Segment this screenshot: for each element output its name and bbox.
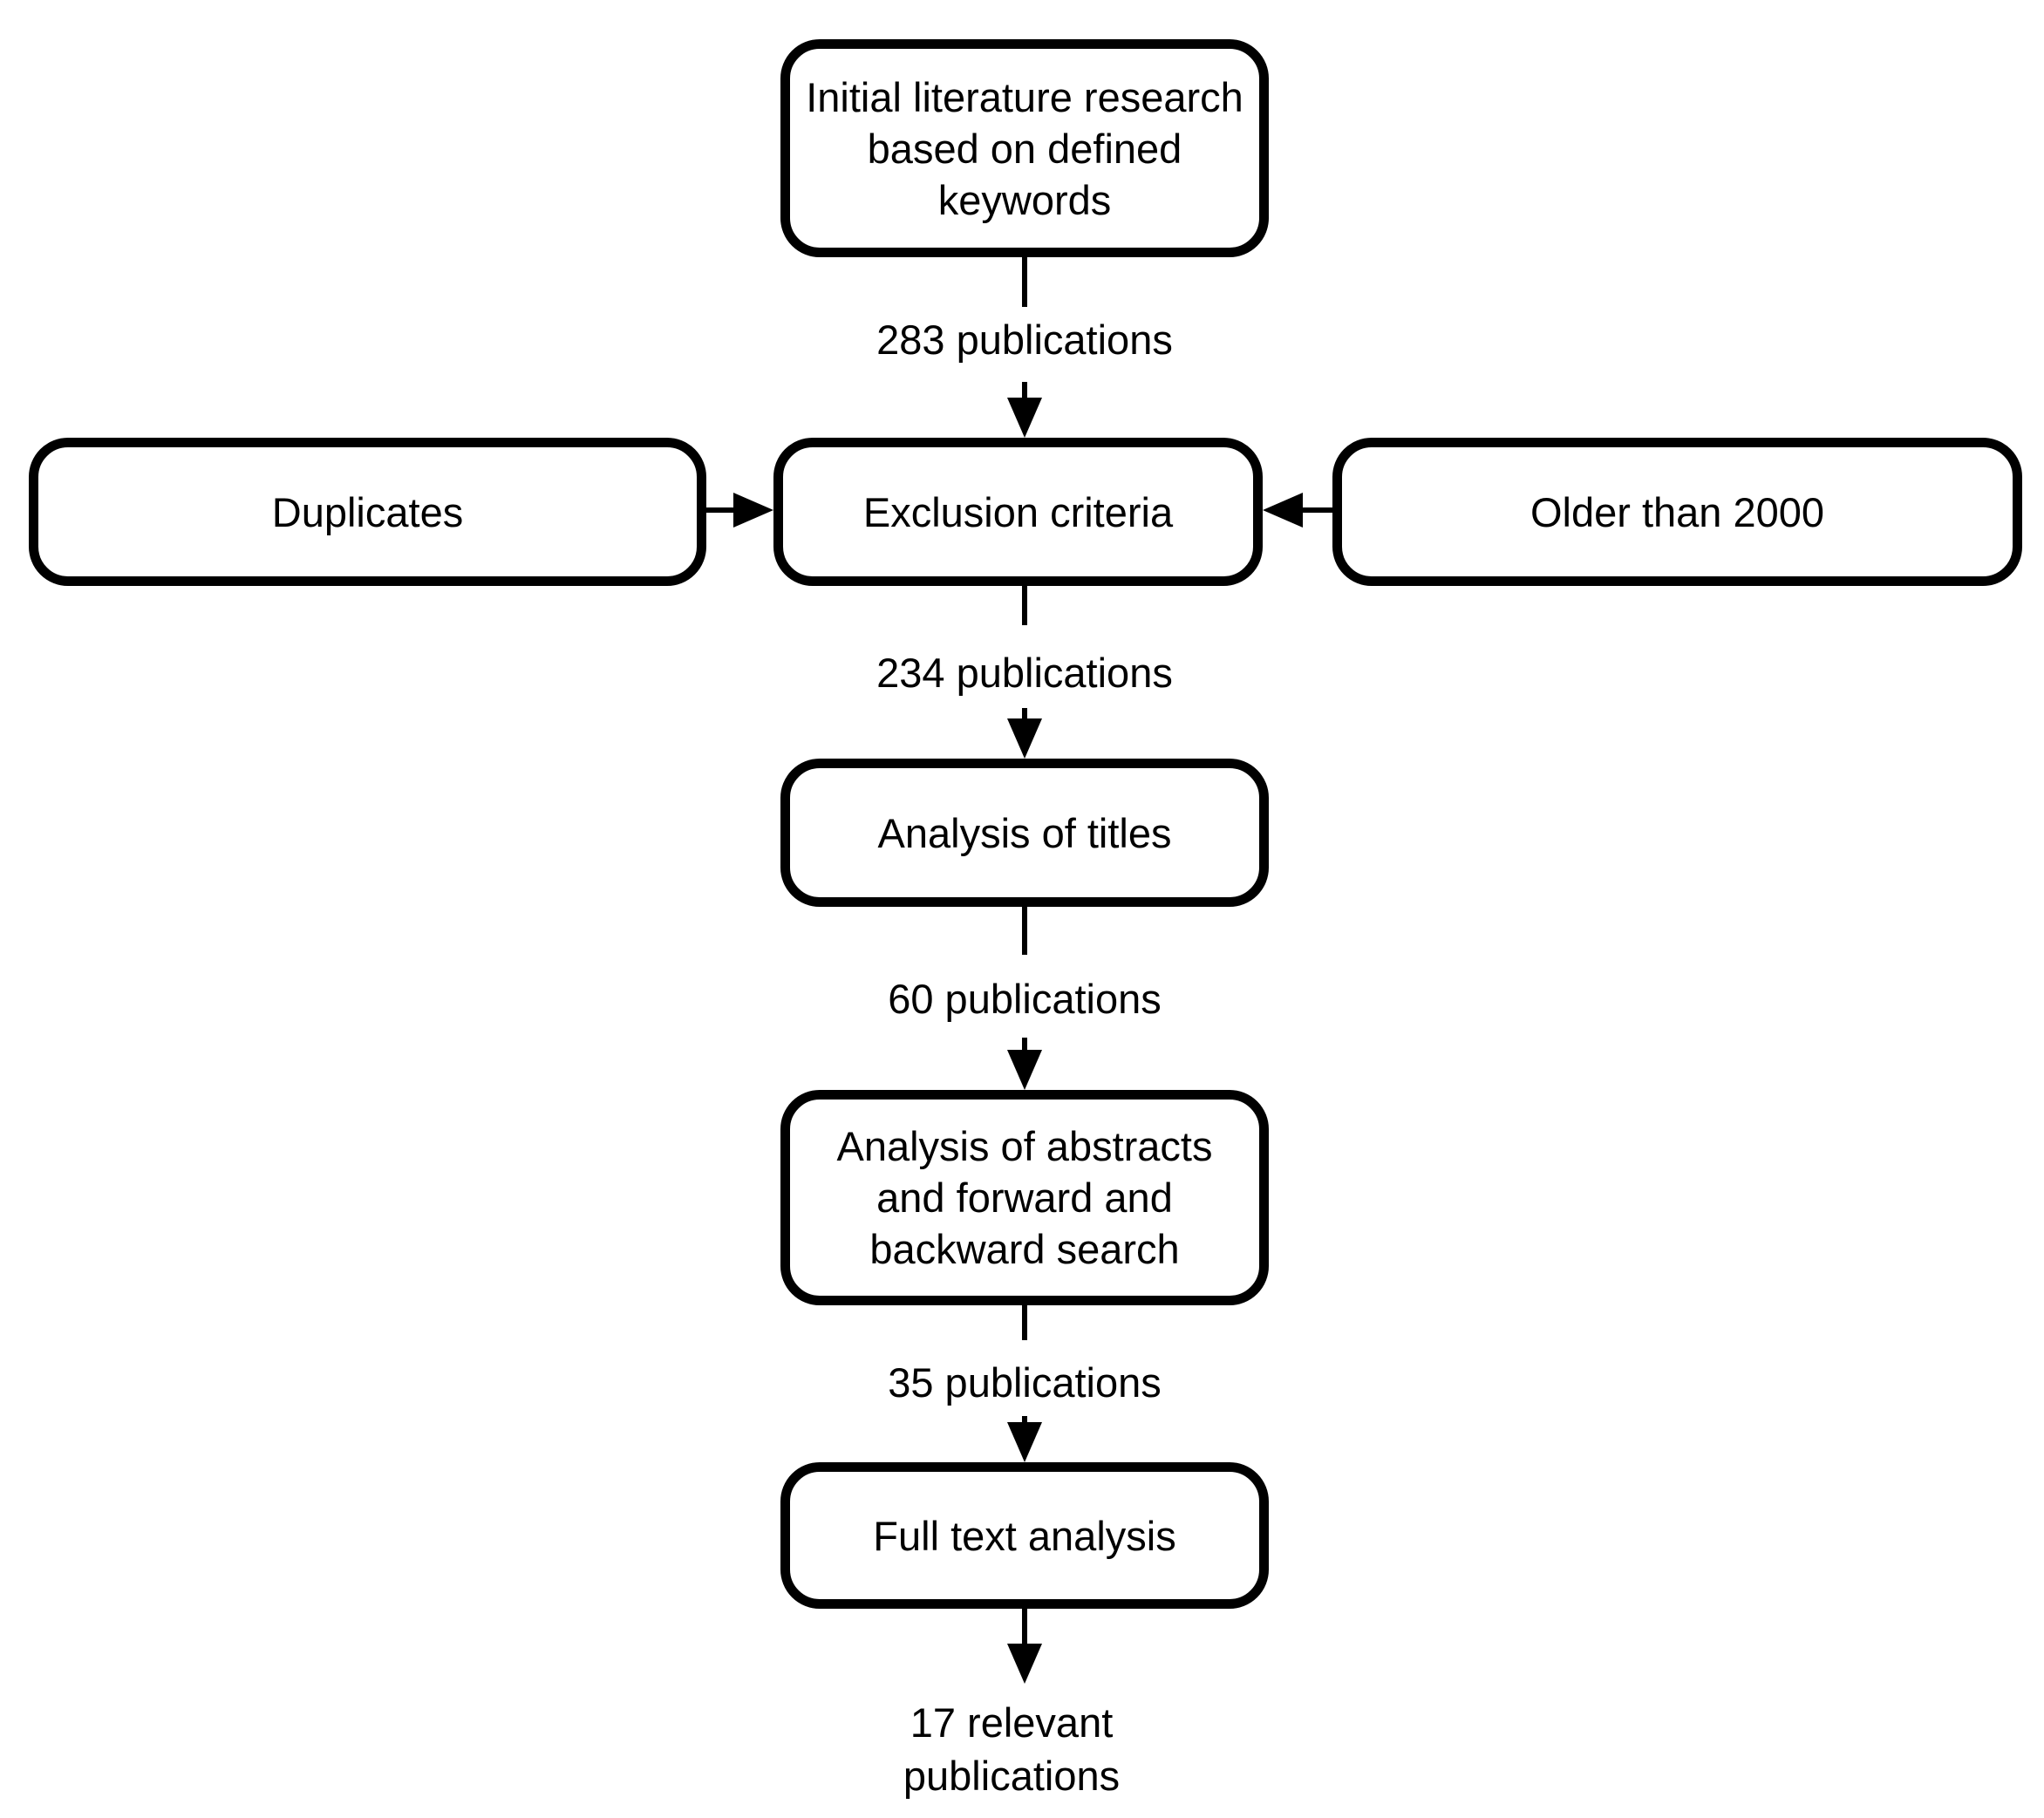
- edge-line-older-to-exclusion: [1298, 507, 1332, 513]
- node-exclusion-criteria: Exclusion criteria: [773, 438, 1263, 586]
- edge-line-abstracts-to-fulltext-top: [1022, 1305, 1027, 1340]
- edge-line-titles-to-abstracts-bottom: [1022, 1038, 1027, 1052]
- arrowhead-left-icon: [1263, 493, 1303, 528]
- node-duplicates: Duplicates: [29, 438, 706, 586]
- edge-line-exclusion-to-titles-top: [1022, 586, 1027, 625]
- edge-line-titles-to-abstracts-top: [1022, 907, 1027, 955]
- node-older-than-2000: Older than 2000: [1332, 438, 2022, 586]
- node-analysis-of-abstracts-label: Analysis of abstracts and forward and ba…: [836, 1123, 1213, 1272]
- edge-line-exclusion-to-titles-bottom: [1022, 708, 1027, 722]
- node-full-text-analysis: Full text analysis: [780, 1462, 1269, 1609]
- edge-line-abstracts-to-fulltext-bottom: [1022, 1416, 1027, 1425]
- arrowhead-down-icon: [1007, 398, 1042, 438]
- edge-line-initial-to-exclusion-top: [1022, 257, 1027, 307]
- arrowhead-down-icon: [1007, 1422, 1042, 1462]
- node-initial-literature-research-label: Initial literature research based on def…: [806, 73, 1243, 223]
- node-analysis-of-titles-label: Analysis of titles: [877, 809, 1172, 856]
- node-analysis-of-titles: Analysis of titles: [780, 759, 1269, 907]
- edge-line-duplicates-to-exclusion: [706, 507, 746, 513]
- node-result-text: 17 relevant publications: [903, 1699, 1121, 1799]
- node-initial-literature-research: Initial literature research based on def…: [780, 39, 1269, 257]
- arrowhead-right-icon: [733, 493, 773, 528]
- edge-line-initial-to-exclusion-bottom: [1022, 382, 1027, 401]
- node-duplicates-label: Duplicates: [271, 488, 464, 535]
- node-full-text-analysis-label: Full text analysis: [873, 1512, 1176, 1559]
- node-older-than-2000-label: Older than 2000: [1530, 488, 1825, 535]
- edge-label-exclusion-to-titles: 234 publications: [876, 650, 1173, 696]
- node-exclusion-criteria-label: Exclusion criteria: [862, 488, 1174, 535]
- arrowhead-down-icon: [1007, 1644, 1042, 1684]
- arrowhead-down-icon: [1007, 718, 1042, 759]
- arrowhead-down-icon: [1007, 1050, 1042, 1090]
- edge-label-titles-to-abstracts: 60 publications: [888, 976, 1162, 1022]
- edge-label-initial-to-exclusion: 283 publications: [876, 317, 1173, 363]
- edge-line-fulltext-to-result: [1022, 1609, 1027, 1648]
- node-analysis-of-abstracts: Analysis of abstracts and forward and ba…: [780, 1090, 1269, 1305]
- edge-label-abstracts-to-fulltext: 35 publications: [888, 1359, 1162, 1406]
